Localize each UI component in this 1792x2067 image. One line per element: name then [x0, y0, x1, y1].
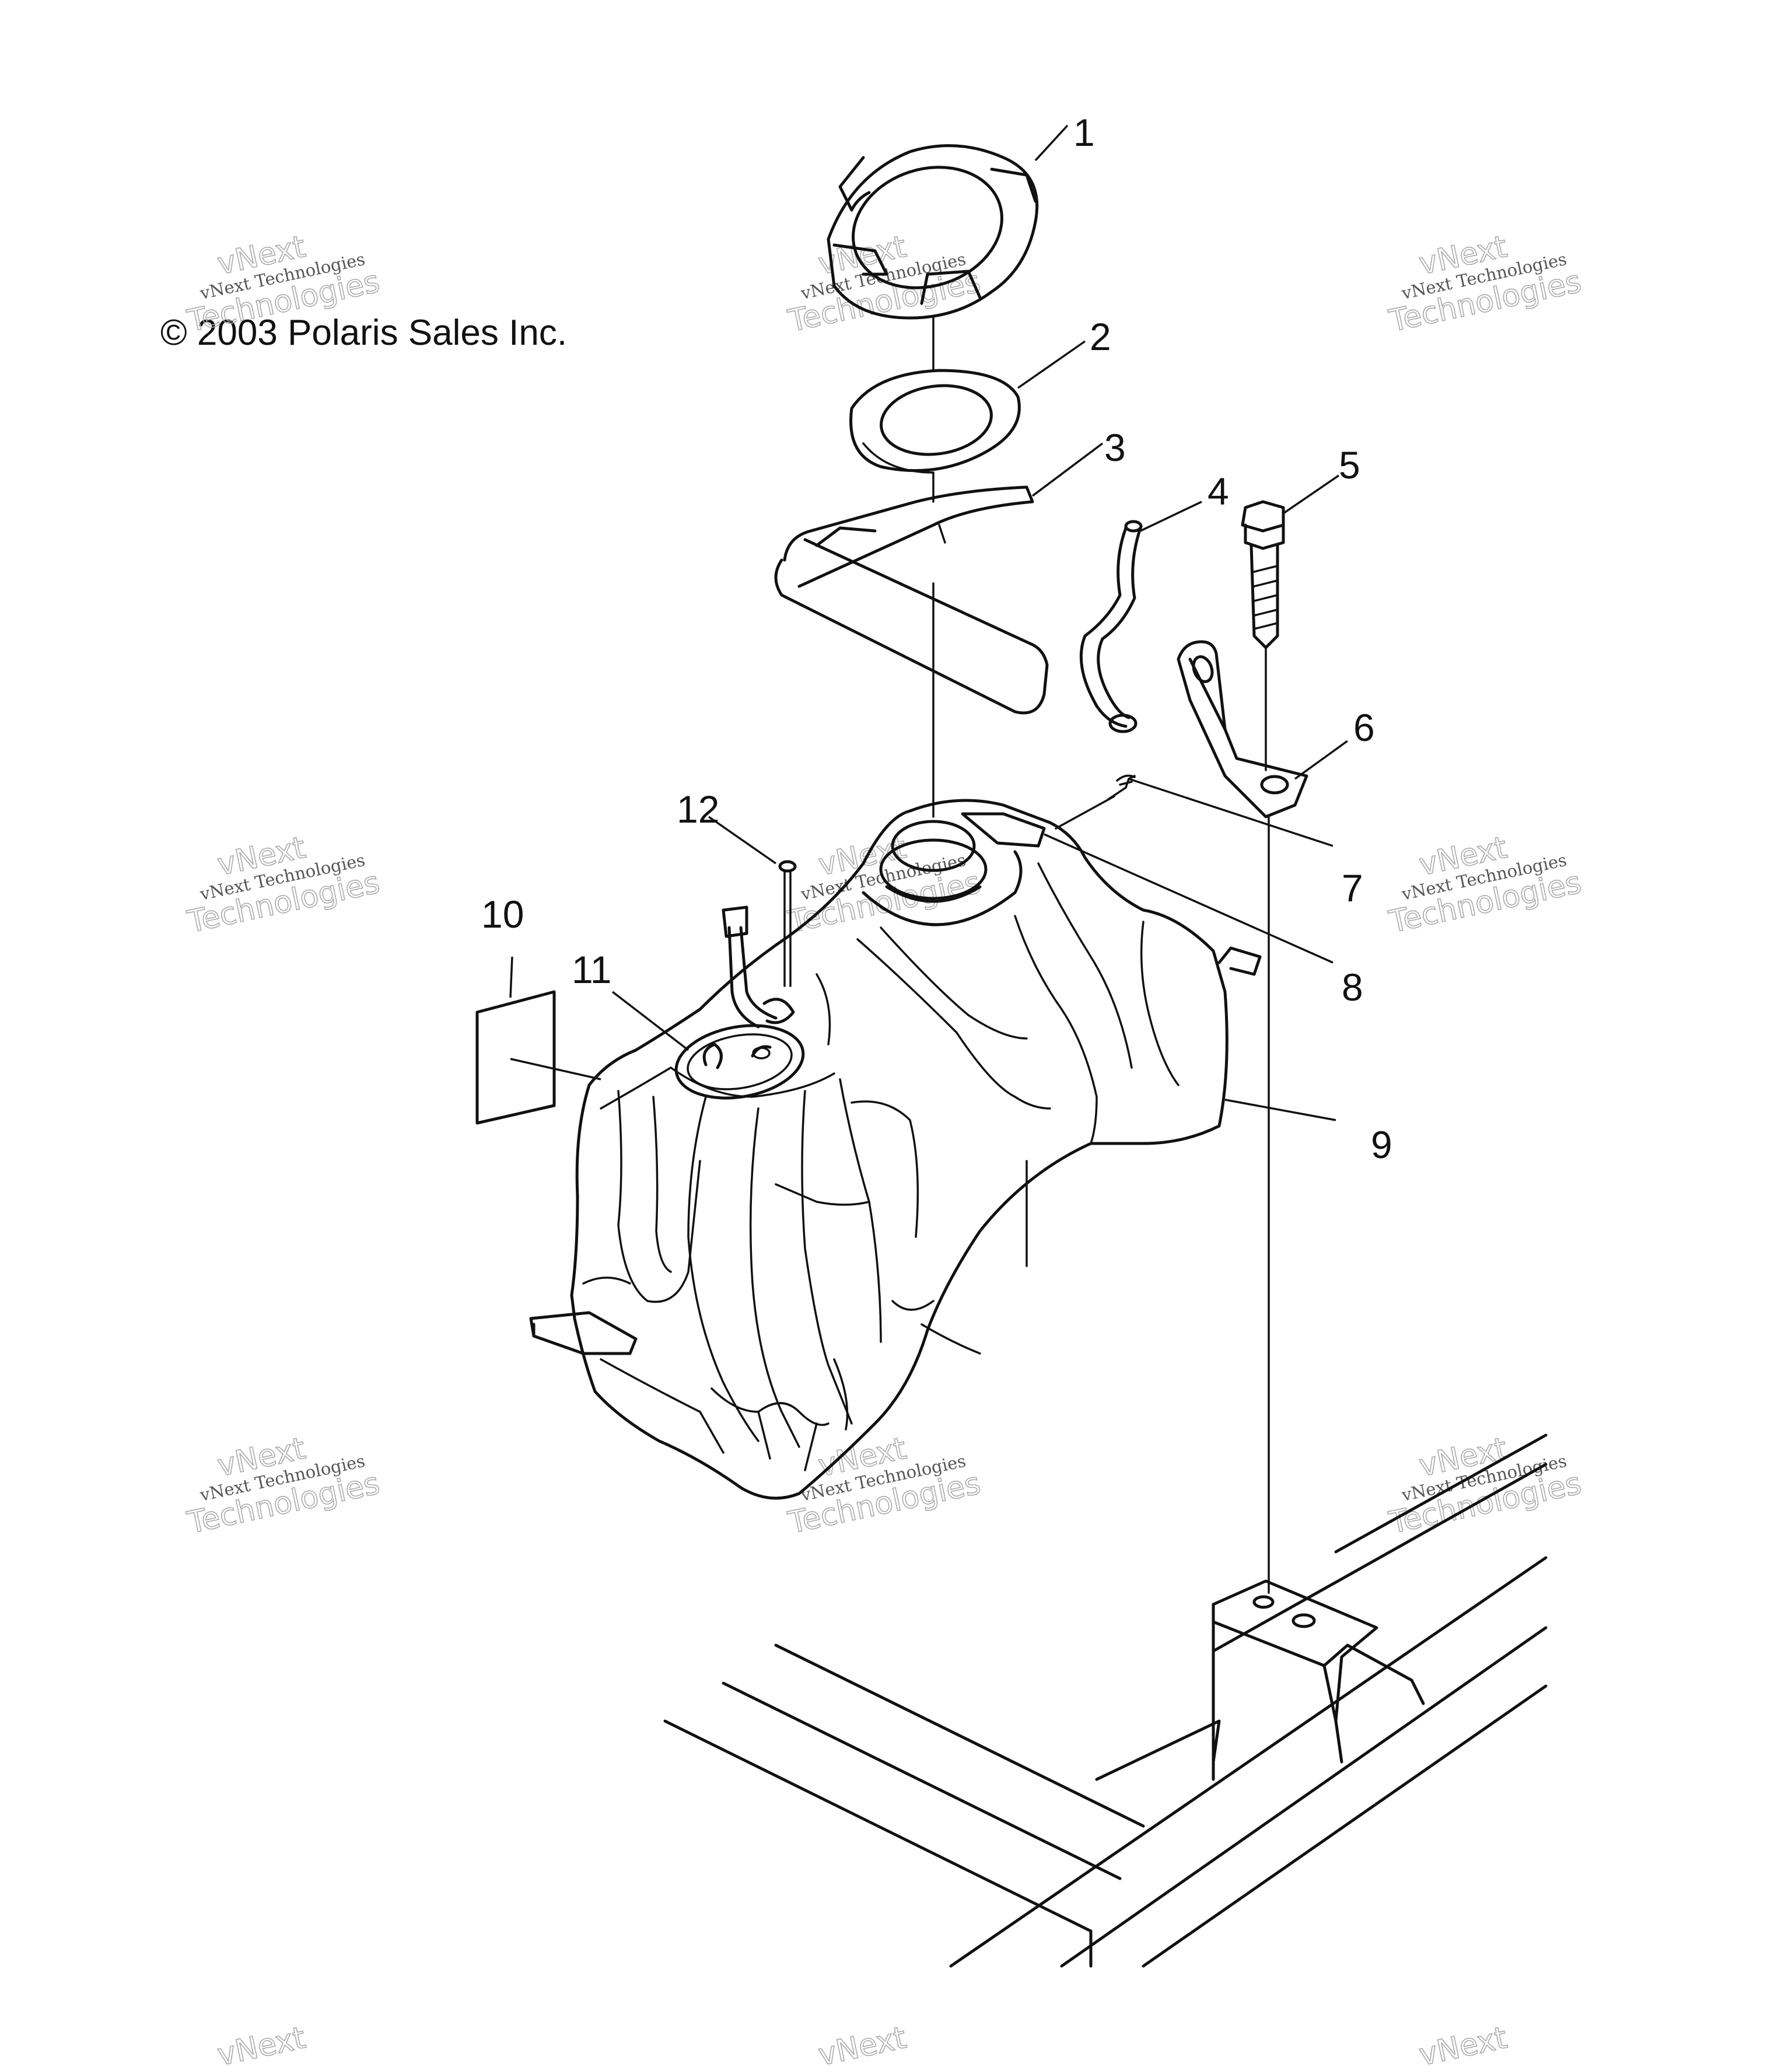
part-1-fuel-cap [827, 144, 1039, 320]
callout-11: 11 [572, 948, 612, 991]
part-3-foam-pad [774, 485, 1049, 715]
watermark-vnext: vNext [1416, 2020, 1510, 2067]
callout-12: 12 [677, 788, 719, 831]
watermark-7: vNext vNext Technologies Technologies [184, 1431, 383, 1541]
watermark-4: vNext vNext Technologies Technologies [184, 830, 383, 940]
watermark-1: vNext vNext Technologies Technologies [184, 229, 383, 340]
part-10-decal [475, 990, 556, 1125]
callout-1: 1 [1073, 111, 1095, 154]
leader-lines [509, 124, 1349, 1121]
callout-4: 4 [1208, 470, 1229, 513]
callout-5: 5 [1339, 443, 1360, 487]
callout-7: 7 [1342, 866, 1363, 910]
part-12-screw [778, 860, 797, 987]
watermark-vnext: vNext [816, 2020, 909, 2067]
frame-rails [663, 1433, 1548, 1968]
callout-numbers: 1 2 3 4 5 6 7 8 9 10 11 12 [481, 111, 1392, 1166]
part-5-bolt [1241, 500, 1285, 649]
callout-8: 8 [1342, 966, 1363, 1009]
watermark-vnext: vNext [215, 2020, 309, 2067]
watermark-6: vNext vNext Technologies Technologies [1385, 830, 1585, 940]
watermark-9: vNext vNext Technologies Technologies [1385, 1431, 1585, 1541]
frame-mount-bracket [1212, 1579, 1425, 1781]
part-2-gasket [849, 369, 1021, 474]
watermark-11: vNext [815, 2020, 910, 2067]
part-7-vent-fitting [1107, 774, 1136, 800]
watermark-10: vNext [214, 2020, 309, 2067]
watermark-8: vNext vNext Technologies Technologies [785, 1431, 984, 1541]
callout-6: 6 [1353, 706, 1375, 749]
part-9-fuel-tank [529, 799, 1262, 1500]
callout-3: 3 [1104, 426, 1126, 469]
part-4-vent-hose [1079, 520, 1143, 733]
callout-10: 10 [481, 893, 524, 936]
watermark-3: vNext vNext Technologies Technologies [1385, 229, 1585, 340]
watermark-12: vNext [1416, 2020, 1511, 2067]
callout-2: 2 [1090, 315, 1111, 358]
callout-9: 9 [1371, 1123, 1392, 1166]
assembly-centerlines [932, 317, 1270, 1594]
part-6-bracket [1177, 640, 1308, 819]
copyright-notice: © 2003 Polaris Sales Inc. [160, 313, 568, 353]
